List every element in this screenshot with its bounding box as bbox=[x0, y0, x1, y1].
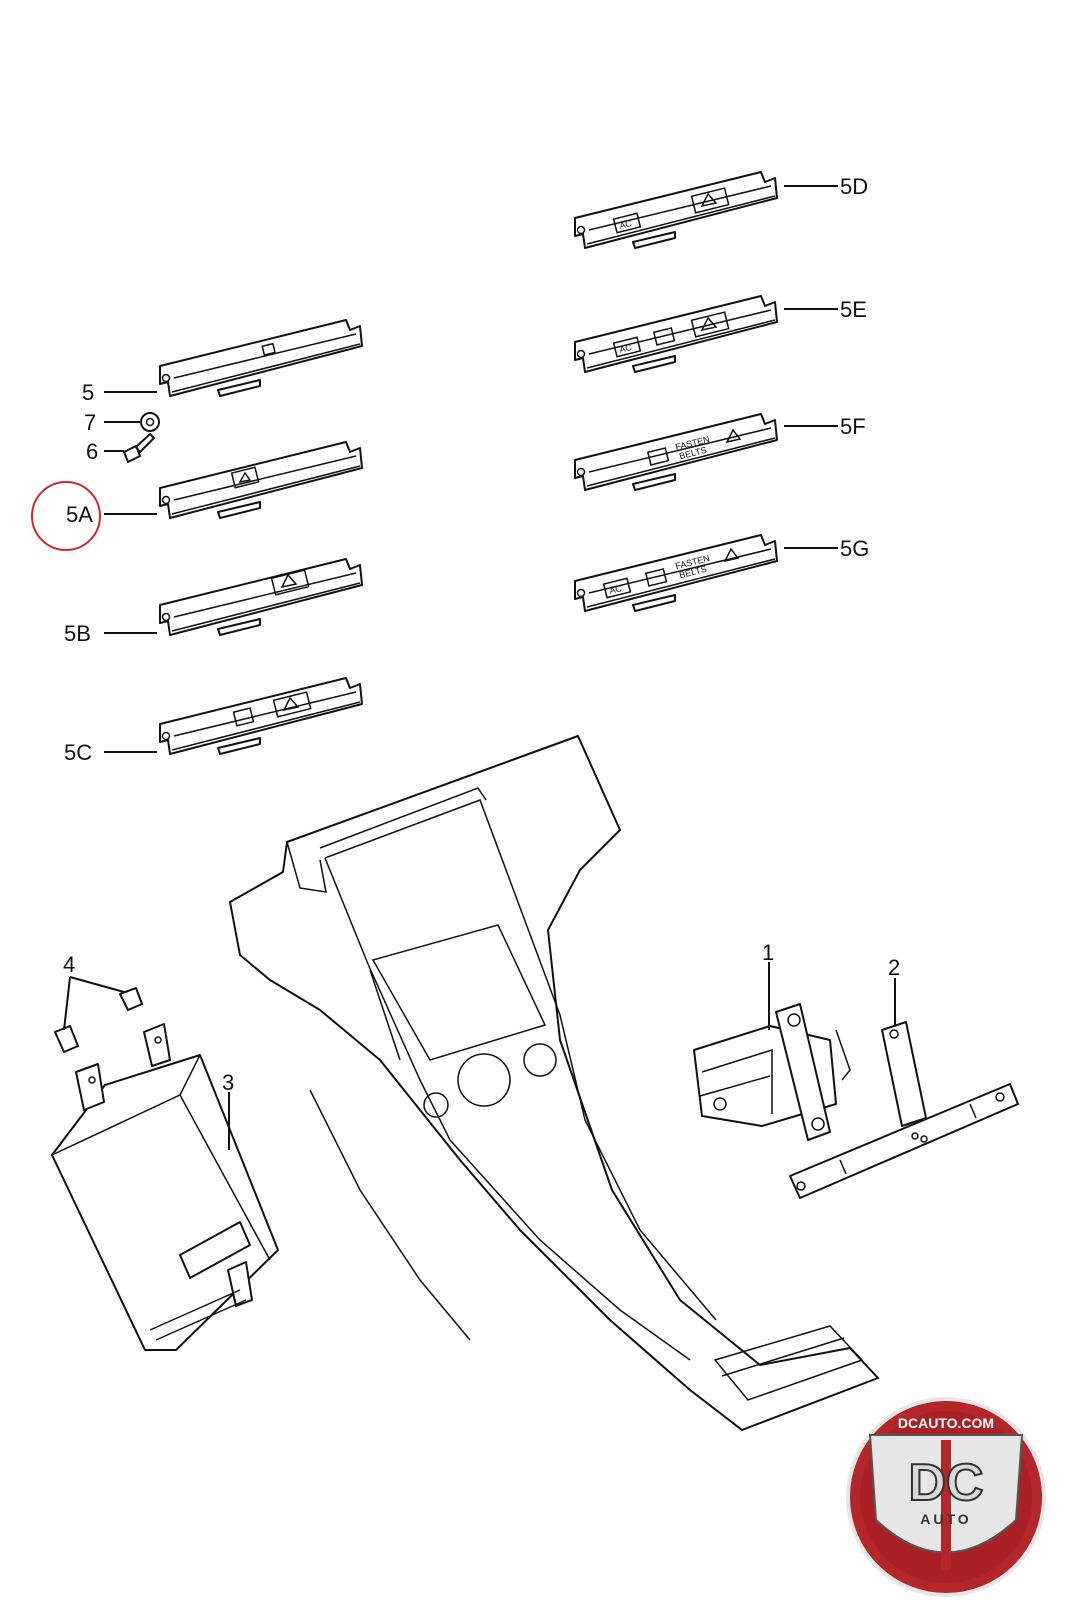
logo-initials: DC bbox=[908, 1454, 983, 1512]
switch-5 bbox=[159, 319, 363, 397]
switch-5b bbox=[159, 558, 363, 636]
callout-6: 6 bbox=[86, 439, 98, 464]
callout-3: 3 bbox=[222, 1070, 234, 1095]
switch-5f: FASTEN BELTS bbox=[574, 413, 778, 491]
logo-site-text: DCAUTO.COM bbox=[898, 1415, 994, 1431]
ac-symbol-label: AC bbox=[618, 218, 633, 231]
ac-symbol-label: AC bbox=[618, 342, 633, 355]
control-unit-3 bbox=[51, 1023, 279, 1351]
switch-5g: AC FASTEN BELTS bbox=[574, 534, 778, 612]
logo-word: AUTO bbox=[920, 1511, 971, 1527]
leader-lines bbox=[63, 185, 896, 1150]
callout-5: 5 bbox=[82, 380, 94, 405]
callout-7: 7 bbox=[84, 410, 96, 435]
callout-5f: 5F bbox=[840, 414, 866, 439]
dcauto-logo: DCAUTO.COM DC AUTO bbox=[846, 1397, 1046, 1597]
callout-5b: 5B bbox=[64, 621, 91, 646]
switch-5c bbox=[159, 677, 363, 755]
ac-symbol-label: AC bbox=[608, 583, 623, 596]
callout-1: 1 bbox=[762, 940, 774, 965]
highlight-circle bbox=[31, 481, 101, 551]
callout-5a: 5A bbox=[66, 502, 93, 527]
callout-5g: 5G bbox=[840, 536, 869, 561]
callout-4: 4 bbox=[63, 952, 75, 977]
screw-6 bbox=[123, 433, 155, 463]
callout-5c: 5C bbox=[64, 740, 92, 765]
callout-2: 2 bbox=[888, 955, 900, 980]
switch-5a bbox=[159, 441, 363, 519]
bracket-2 bbox=[789, 1021, 1019, 1199]
callout-5e: 5E bbox=[840, 297, 867, 322]
switch-5e: AC bbox=[574, 295, 778, 373]
switch-5d: AC bbox=[574, 171, 778, 249]
relay-1 bbox=[693, 1003, 851, 1141]
center-console bbox=[229, 735, 879, 1431]
callout-5d: 5D bbox=[840, 174, 868, 199]
nut-7 bbox=[140, 412, 160, 432]
